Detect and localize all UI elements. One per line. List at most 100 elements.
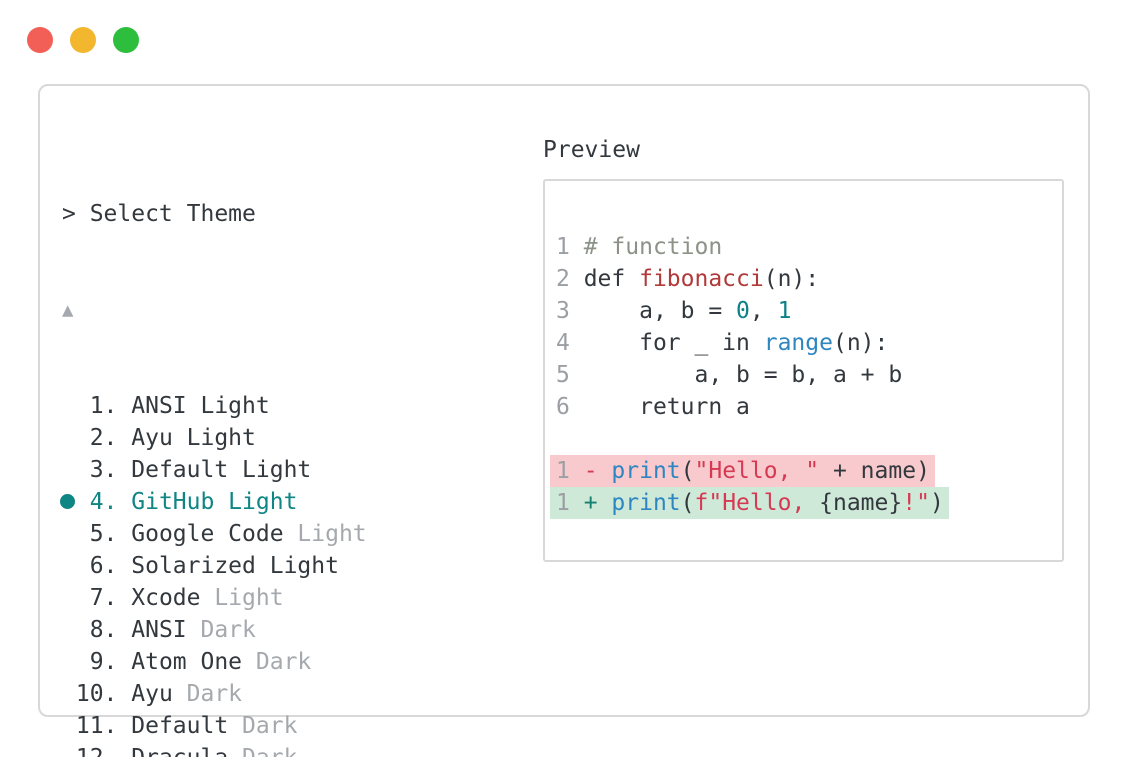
code-token: {name} <box>819 490 903 516</box>
theme-list: 1. ANSI Light 2. Ayu Light 3. Default Li… <box>60 390 532 757</box>
line-number: 1 <box>556 490 584 516</box>
theme-option-label: GitHub Light <box>131 489 298 515</box>
theme-option-number: 12. <box>62 745 131 757</box>
code-token: return a <box>583 394 750 420</box>
code-token: (n): <box>832 330 889 356</box>
theme-option-number: 5. <box>62 521 132 547</box>
line-number: 4 <box>556 330 584 356</box>
theme-option[interactable]: 5. Google Code Light <box>62 518 532 550</box>
theme-option-label: ANSI Light <box>131 393 270 419</box>
code-token: a, b = b, a + b <box>583 362 903 388</box>
theme-option[interactable]: 7. Xcode Light <box>62 582 532 614</box>
theme-option-label: Solarized Light <box>131 553 339 579</box>
theme-option[interactable]: 9. Atom One Dark <box>62 646 532 678</box>
theme-option[interactable]: 4. GitHub Light <box>60 486 532 518</box>
theme-option[interactable]: 10. Ayu Dark <box>62 678 532 710</box>
theme-option[interactable]: 11. Default Dark <box>62 710 532 742</box>
code-token: print <box>611 490 681 516</box>
code-token: + <box>583 490 612 516</box>
theme-option-label: Atom One <box>131 649 256 675</box>
theme-option-number: 8. <box>62 617 132 643</box>
theme-option-number: 3. <box>62 457 132 483</box>
theme-option[interactable]: 8. ANSI Dark <box>62 614 532 646</box>
theme-option[interactable]: 6. Solarized Light <box>62 550 532 582</box>
theme-option-number: 2. <box>62 425 132 451</box>
theme-option-number: 7. <box>62 585 132 611</box>
code-line: 5 a, b = b, a + b <box>556 359 1062 391</box>
line-number: 1 <box>556 458 584 484</box>
selected-bullet-icon <box>60 494 75 509</box>
theme-option-number: 10. <box>62 681 132 707</box>
theme-option-label: Default <box>131 713 243 739</box>
line-number: 3 <box>556 298 584 324</box>
window-controls <box>27 27 139 53</box>
theme-option[interactable]: 2. Ayu Light <box>62 422 532 454</box>
select-theme-prompt: > Select Theme <box>62 201 256 227</box>
theme-option-number: 9. <box>62 649 132 675</box>
code-token: ( <box>680 490 695 516</box>
code-line: 2 def fibonacci(n): <box>556 263 1062 295</box>
diff-highlight-added: 1 + print(f"Hello, {name}!") <box>550 487 949 519</box>
code-token: (n): <box>763 266 820 292</box>
theme-option[interactable]: 12. Dracula Dark <box>62 742 532 757</box>
theme-option-label: Xcode <box>131 585 215 611</box>
code-token: !" <box>902 490 930 516</box>
theme-option[interactable]: 1. ANSI Light <box>62 390 532 422</box>
theme-option-number: 6. <box>62 553 132 579</box>
theme-option-variant: Dark <box>186 681 243 707</box>
theme-option-label: Google Code <box>131 521 298 547</box>
code-token: "Hello, " <box>694 458 820 484</box>
preview-title: Preview <box>543 137 640 163</box>
diff-line-added: 1 + print(f"Hello, {name}!") <box>550 487 1062 519</box>
diff-block: 1 - print("Hello, " + name)1 + print(f"H… <box>550 455 1062 519</box>
code-token: + name) <box>819 458 930 484</box>
scroll-up-icon[interactable]: ▲ <box>62 299 74 321</box>
theme-option[interactable]: 3. Default Light <box>62 454 532 486</box>
code-token: 1 <box>777 298 792 324</box>
minimize-button[interactable] <box>70 27 96 53</box>
theme-option-label: Default Light <box>131 457 312 483</box>
spacer <box>556 423 1062 455</box>
code-token: fibonacci <box>639 266 764 292</box>
code-line: 6 return a <box>556 391 1062 423</box>
theme-option-label: Dracula <box>131 745 242 757</box>
line-number: 1 <box>556 234 584 260</box>
theme-option-variant: Dark <box>242 745 297 757</box>
theme-picker-panel: > Select Theme ▲ 1. ANSI Light 2. Ayu Li… <box>40 86 532 757</box>
code-token: # function <box>583 234 723 260</box>
close-button[interactable] <box>27 27 53 53</box>
zoom-button[interactable] <box>113 27 139 53</box>
code-line: 3 a, b = 0, 1 <box>556 295 1062 327</box>
theme-option-variant: Dark <box>242 713 298 739</box>
theme-option-number: 4. <box>62 489 132 515</box>
code-token: - <box>583 458 612 484</box>
code-token: for _ in <box>583 330 764 356</box>
diff-highlight-removed: 1 - print("Hello, " + name) <box>550 455 935 487</box>
code-line: 4 for _ in range(n): <box>556 327 1062 359</box>
theme-option-number: 1. <box>62 393 132 419</box>
code-token: range <box>763 330 833 356</box>
code-token: a, b = <box>583 298 737 324</box>
line-number: 6 <box>556 394 584 420</box>
code-token: f"Hello, <box>694 490 820 516</box>
theme-option-variant: Dark <box>255 649 312 675</box>
code-token: print <box>611 458 681 484</box>
theme-option-number: 11. <box>62 713 132 739</box>
code-token: , <box>749 298 778 324</box>
line-number: 2 <box>556 266 584 292</box>
line-number: 5 <box>556 362 584 388</box>
theme-option-label: Ayu <box>131 681 187 707</box>
theme-option-variant: Dark <box>200 617 256 643</box>
code-line: 1 # function <box>556 231 1062 263</box>
code-token: ) <box>929 490 944 516</box>
code-token: def <box>583 266 640 292</box>
diff-line-removed: 1 - print("Hello, " + name) <box>550 455 1062 487</box>
theme-option-label: Ayu Light <box>131 425 256 451</box>
app-window: > Select Theme ▲ 1. ANSI Light 2. Ayu Li… <box>38 84 1090 757</box>
theme-option-variant: Light <box>214 585 284 611</box>
code-token: ( <box>680 458 695 484</box>
theme-option-variant: Light <box>297 521 367 547</box>
